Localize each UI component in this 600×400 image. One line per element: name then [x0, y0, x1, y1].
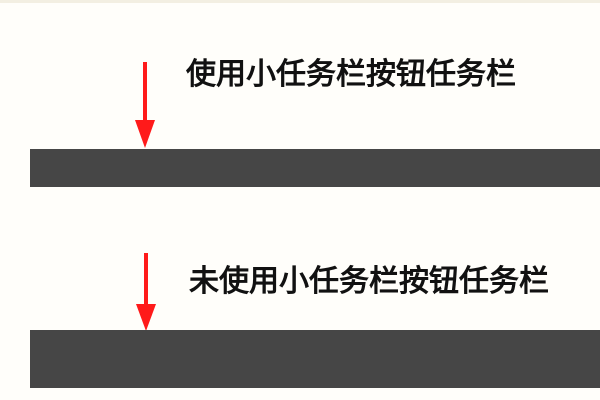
red-down-arrow-icon [135, 62, 155, 148]
small-taskbar [30, 149, 600, 187]
small-taskbar-label: 使用小任务栏按钮任务栏 [186, 57, 516, 92]
large-taskbar [30, 330, 600, 388]
red-down-arrow-icon [136, 253, 156, 331]
top-edge [0, 0, 600, 3]
large-taskbar-label: 未使用小任务栏按钮任务栏 [189, 264, 549, 299]
